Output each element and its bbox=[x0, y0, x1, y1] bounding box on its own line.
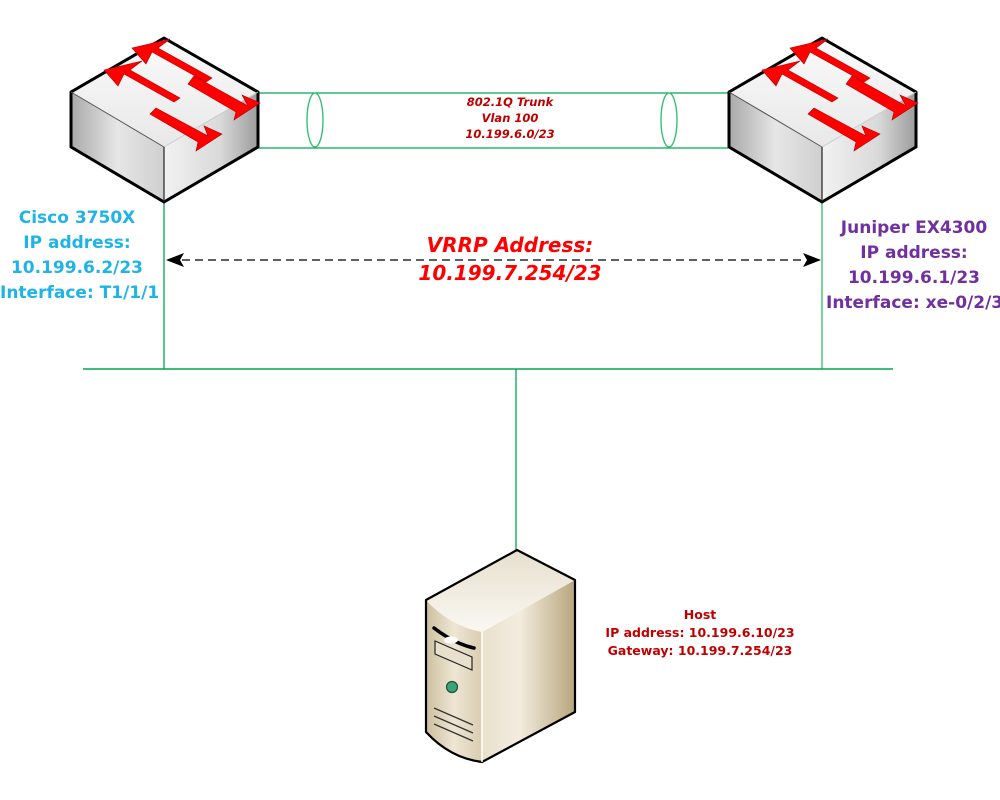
vrrp-address: 10.199.7.254/23 bbox=[418, 261, 602, 285]
juniper-interface: Interface: xe-0/2/3 bbox=[826, 293, 1000, 313]
juniper-model: Juniper EX4300 bbox=[840, 218, 988, 238]
arrowhead-right-icon bbox=[803, 253, 821, 267]
cisco-ip-heading: IP address: bbox=[23, 233, 131, 253]
trunk-bundle-right-icon bbox=[660, 92, 678, 148]
juniper-ip-heading: IP address: bbox=[860, 243, 968, 263]
cisco-switch-icon bbox=[69, 36, 262, 204]
trunk-subnet: 10.199.6.0/23 bbox=[465, 127, 555, 141]
juniper-ip: 10.199.6.1/23 bbox=[847, 268, 981, 288]
trunk-type: 802.1Q Trunk bbox=[466, 95, 554, 109]
host-label: Host IP address: 10.199.6.10/23 Gateway:… bbox=[590, 606, 810, 660]
vrrp-heading: VRRP Address: bbox=[426, 233, 594, 257]
trunk-vlan: Vlan 100 bbox=[481, 111, 539, 125]
cisco-switch-label: Cisco 3750X IP address: 10.199.6.2/23 In… bbox=[0, 206, 160, 306]
host-name: Host bbox=[683, 607, 717, 622]
trunk-label: 802.1Q Trunk Vlan 100 10.199.6.0/23 bbox=[430, 94, 590, 142]
cisco-interface: Interface: T1/1/1 bbox=[0, 283, 160, 303]
juniper-switch-label: Juniper EX4300 IP address: 10.199.6.1/23… bbox=[826, 216, 1000, 316]
host-server-icon bbox=[424, 548, 577, 764]
host-gateway: Gateway: 10.199.7.254/23 bbox=[607, 643, 793, 658]
juniper-switch-icon bbox=[727, 36, 920, 204]
host-ip: IP address: 10.199.6.10/23 bbox=[605, 625, 795, 640]
cisco-model: Cisco 3750X bbox=[18, 208, 136, 228]
trunk-bundle-left-icon bbox=[306, 92, 324, 148]
cisco-ip: 10.199.6.2/23 bbox=[10, 258, 144, 278]
vrrp-label: VRRP Address: 10.199.7.254/23 bbox=[380, 231, 640, 287]
arrowhead-left-icon bbox=[166, 253, 184, 267]
